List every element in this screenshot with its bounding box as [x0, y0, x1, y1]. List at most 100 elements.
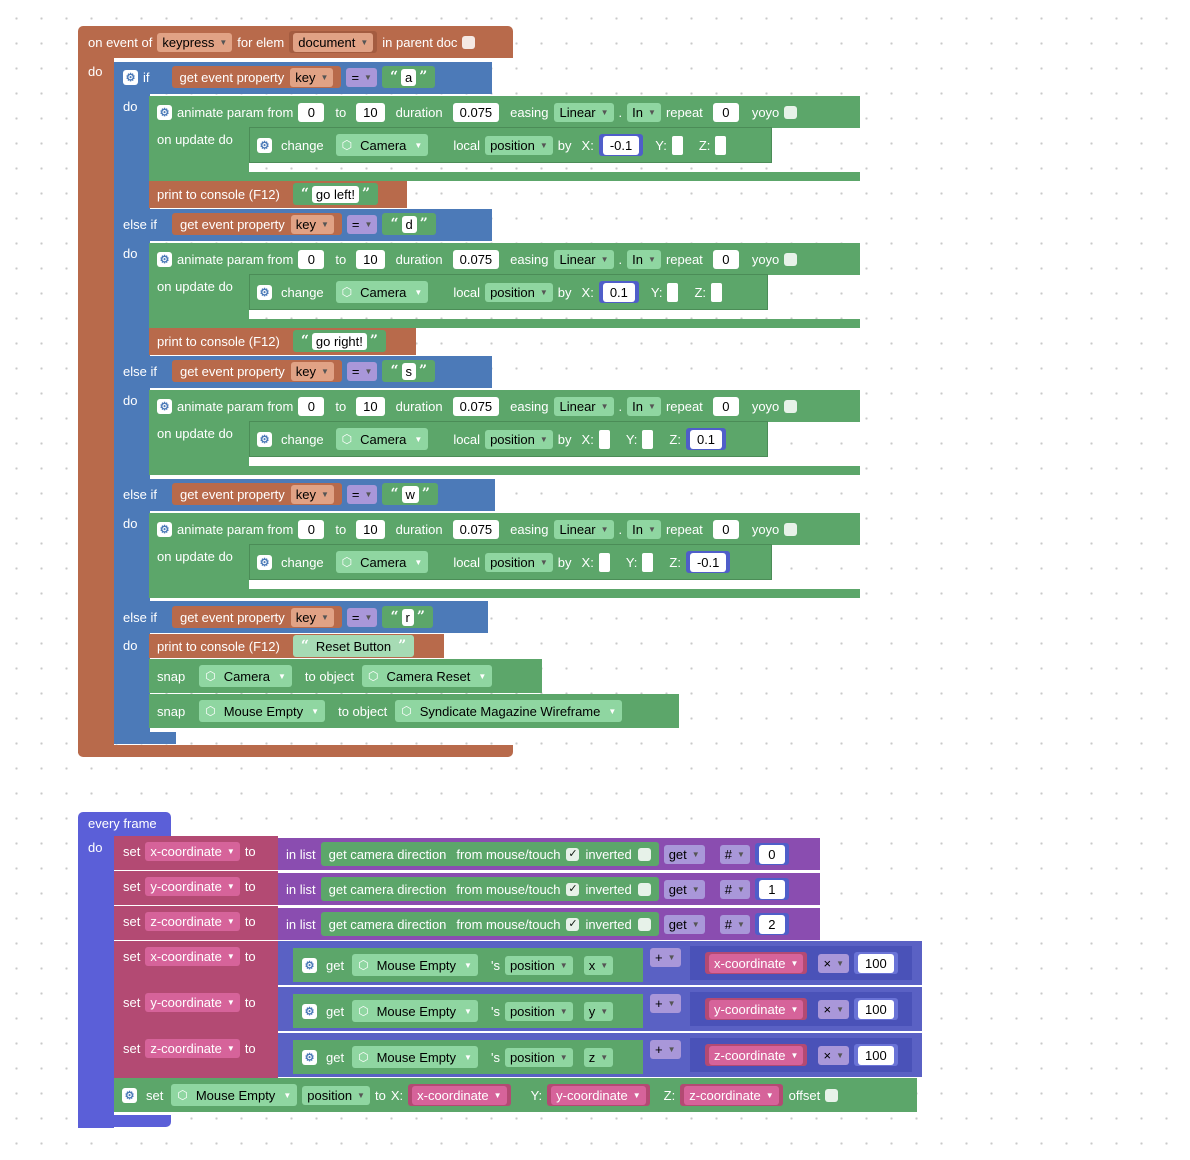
property-dropdown[interactable]: position▼ — [485, 282, 553, 302]
object-dropdown[interactable]: ⬡Mouse Empty▼ — [352, 954, 478, 976]
inverted-checkbox[interactable] — [637, 917, 651, 931]
string-value[interactable]: go left! — [311, 185, 359, 203]
easing-type-dropdown[interactable]: In▼ — [627, 519, 661, 539]
string-value[interactable]: w — [401, 485, 419, 503]
string-value[interactable]: r — [401, 608, 414, 626]
compare-dropdown[interactable]: =▼ — [346, 214, 378, 234]
target-dropdown[interactable]: ⬡Camera Reset▼ — [362, 665, 493, 687]
x-input[interactable]: -0.1 — [602, 135, 640, 155]
gear-icon[interactable]: ⚙ — [257, 431, 272, 447]
plus-dropdown[interactable]: +▼ — [650, 948, 681, 967]
compare-dropdown[interactable]: =▼ — [346, 361, 378, 381]
gear-icon[interactable]: ⚙ — [257, 284, 272, 300]
times-dropdown[interactable]: ×▼ — [818, 1045, 849, 1065]
axis-dropdown[interactable]: x▼ — [583, 955, 614, 975]
from-input[interactable]: 0 — [298, 249, 325, 269]
compare-dropdown[interactable]: =▼ — [346, 484, 378, 504]
string-value[interactable]: a — [401, 68, 417, 86]
string-literal[interactable]: “d” — [382, 213, 436, 235]
inverted-checkbox[interactable] — [637, 847, 651, 861]
from-input[interactable]: 0 — [298, 396, 325, 416]
var-dropdown[interactable]: x-coordinate▼ — [145, 841, 240, 861]
yoyo-checkbox[interactable] — [784, 105, 798, 119]
object-dropdown[interactable]: ⬡Mouse Empty▼ — [171, 1084, 298, 1106]
gear-icon[interactable]: ⚙ — [157, 521, 172, 537]
object-dropdown[interactable]: ⬡Mouse Empty▼ — [199, 700, 326, 722]
get-event-property-block[interactable]: get event property key▼ — [171, 606, 342, 628]
compare-dropdown[interactable]: =▼ — [346, 607, 378, 627]
y-empty-slot[interactable] — [667, 282, 679, 302]
var-dropdown[interactable]: y-coordinate▼ — [551, 1085, 646, 1105]
index-input[interactable]: 1 — [758, 879, 785, 899]
gear-icon[interactable]: ⚙ — [257, 137, 272, 153]
animate-block[interactable] — [149, 96, 860, 128]
get-dropdown[interactable]: get▼ — [663, 879, 705, 899]
object-dropdown[interactable]: ⬡Camera▼ — [199, 665, 292, 687]
duration-input[interactable]: 0.075 — [452, 102, 500, 122]
plus-dropdown[interactable]: +▼ — [650, 1040, 681, 1059]
key-dropdown[interactable]: key▼ — [290, 361, 334, 381]
duration-input[interactable]: 0.075 — [452, 249, 500, 269]
property-dropdown[interactable]: position▼ — [504, 955, 573, 975]
string-value[interactable]: Reset Button — [315, 638, 392, 654]
object-dropdown[interactable]: ⬡Camera▼ — [335, 134, 429, 156]
inverted-checkbox[interactable] — [637, 882, 651, 896]
x-empty-slot[interactable] — [598, 429, 610, 449]
property-dropdown[interactable]: position▼ — [485, 552, 553, 572]
to-input[interactable]: 10 — [356, 396, 385, 416]
every-frame-header[interactable] — [78, 812, 171, 838]
to-input[interactable]: 10 — [356, 102, 385, 122]
easing-dropdown[interactable]: Linear▼ — [554, 519, 614, 539]
times-dropdown[interactable]: ×▼ — [818, 953, 849, 973]
property-dropdown[interactable]: position▼ — [485, 135, 553, 155]
var-dropdown[interactable]: x-coordinate▼ — [145, 946, 240, 966]
yoyo-checkbox[interactable] — [784, 252, 798, 266]
times-dropdown[interactable]: ×▼ — [818, 999, 849, 1019]
string-literal[interactable]: “go left!” — [292, 183, 378, 205]
var-dropdown[interactable]: z-coordinate▼ — [684, 1085, 779, 1105]
key-dropdown[interactable]: key▼ — [290, 484, 334, 504]
event-dropdown[interactable]: keypress▼ — [157, 32, 233, 52]
easing-type-dropdown[interactable]: In▼ — [627, 396, 661, 416]
z-input[interactable]: -0.1 — [689, 552, 727, 572]
in-parent-checkbox[interactable] — [462, 35, 476, 49]
gear-icon[interactable]: ⚙ — [157, 104, 172, 120]
property-dropdown[interactable]: position▼ — [504, 1047, 573, 1067]
get-dropdown[interactable]: get▼ — [663, 844, 705, 864]
easing-dropdown[interactable]: Linear▼ — [554, 102, 614, 122]
var-dropdown[interactable]: x-coordinate▼ — [412, 1085, 507, 1105]
string-literal[interactable]: “go right!” — [292, 330, 386, 352]
multiplier-input[interactable]: 100 — [857, 953, 894, 973]
string-literal[interactable]: “s” — [382, 360, 436, 382]
to-input[interactable]: 10 — [356, 249, 385, 269]
gear-icon[interactable]: ⚙ — [257, 554, 272, 570]
repeat-input[interactable]: 0 — [712, 519, 739, 539]
y-empty-slot[interactable] — [642, 552, 654, 572]
x-input[interactable]: 0.1 — [602, 282, 635, 302]
var-dropdown[interactable]: y-coordinate▼ — [145, 876, 240, 896]
string-value[interactable]: go right! — [311, 332, 367, 350]
from-mouse-checkbox[interactable]: ✓ — [566, 882, 580, 896]
string-literal[interactable]: “a” — [381, 66, 436, 88]
gear-icon[interactable]: ⚙ — [157, 251, 172, 267]
gear-icon[interactable]: ⚙ — [302, 957, 317, 973]
duration-input[interactable]: 0.075 — [452, 519, 500, 539]
gear-icon[interactable]: ⚙ — [123, 69, 138, 85]
yoyo-checkbox[interactable] — [784, 399, 798, 413]
y-empty-slot[interactable] — [642, 429, 654, 449]
var-dropdown[interactable]: y-coordinate▼ — [145, 992, 240, 1012]
x-empty-slot[interactable] — [598, 552, 610, 572]
var-dropdown[interactable]: z-coordinate▼ — [145, 911, 240, 931]
z-input[interactable]: 0.1 — [689, 429, 723, 449]
repeat-input[interactable]: 0 — [712, 396, 739, 416]
string-literal[interactable]: “w” — [382, 483, 438, 505]
var-dropdown[interactable]: x-coordinate▼ — [709, 953, 804, 973]
var-dropdown[interactable]: y-coordinate▼ — [709, 999, 804, 1019]
index-input[interactable]: 2 — [758, 914, 785, 934]
compare-dropdown[interactable]: =▼ — [346, 67, 377, 87]
